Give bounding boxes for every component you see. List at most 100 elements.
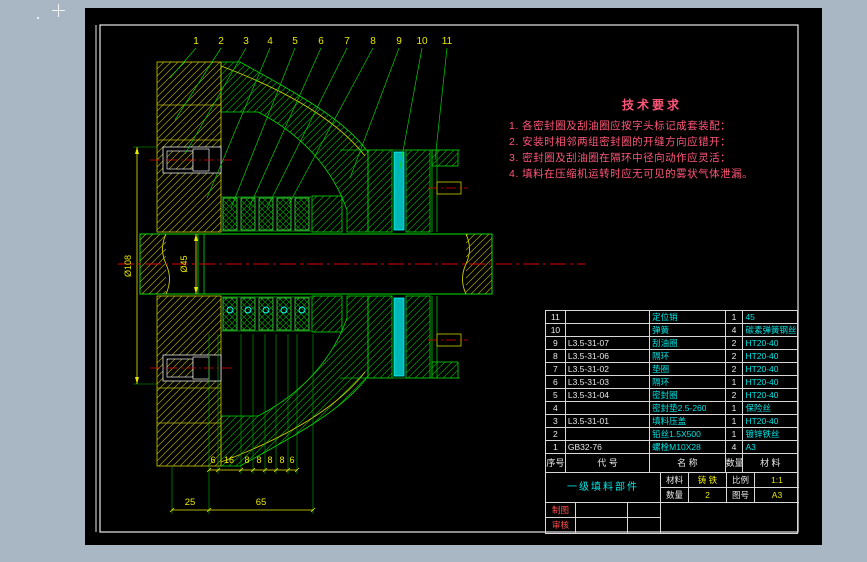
tech-item: 1. 各密封圈及刮油圈应按字头标记成套装配： bbox=[509, 120, 732, 132]
callout-4: 4 bbox=[267, 36, 273, 47]
callout-6: 6 bbox=[318, 36, 324, 47]
bom-cell-qty: 1 bbox=[726, 402, 744, 414]
material-value: 铸 铁 bbox=[689, 473, 727, 488]
bom-cell-qty: 1 bbox=[726, 415, 744, 427]
table-row: 2 铅丝1.5X500 1 镀锌铁丝 bbox=[546, 428, 797, 441]
callout-9: 9 bbox=[396, 36, 402, 47]
drawn-by-date bbox=[628, 503, 661, 518]
callout-2: 2 bbox=[218, 36, 224, 47]
callout-5: 5 bbox=[292, 36, 298, 47]
tech-requirements-list: 1. 各密封圈及刮油圈应按字头标记成套装配： 2. 安装时相邻两组密封圈的开缝方… bbox=[509, 118, 753, 182]
table-row: 3 L3.5-31-01 填料压盖 1 HT20-40 bbox=[546, 415, 797, 428]
bom-cell-name: 铅丝1.5X500 bbox=[650, 428, 726, 440]
bom-cell-name: 弹簧 bbox=[650, 324, 726, 336]
bom-cell-code bbox=[566, 311, 651, 323]
dim-chain-6: 8 bbox=[279, 455, 284, 465]
crosshair-cursor-icon bbox=[58, 4, 59, 17]
bom-cell-material: HT20-40 bbox=[745, 364, 779, 374]
bom-cell-code: L3.5-31-07 bbox=[566, 337, 651, 349]
gaskets bbox=[393, 151, 405, 377]
packing-rings bbox=[221, 195, 343, 333]
checked-by-label: 审核 bbox=[546, 518, 576, 533]
callout-7: 7 bbox=[344, 36, 350, 47]
bom-header-no: 序号 bbox=[546, 454, 566, 472]
bom-table: 11 定位销 1 45 10 弹簧 4 碳素弹簧钢丝 9 L3.5-31-07 … bbox=[545, 310, 799, 534]
bom-cell-no: 8 bbox=[546, 350, 566, 362]
bom-cell-name: 填料压盖 bbox=[650, 415, 726, 427]
bom-cell-name: 刮油圈 bbox=[650, 337, 726, 349]
bom-cell-material: HT20-40 bbox=[745, 390, 779, 400]
drawing-canvas[interactable]: 1 2 3 4 5 6 7 8 9 10 11 bbox=[85, 8, 822, 545]
callout-10: 10 bbox=[416, 36, 428, 47]
tech-item: 2. 安装时相邻两组密封圈的开缝方向应错开： bbox=[509, 136, 732, 148]
sheet-border bbox=[95, 24, 799, 533]
cursor-dot-icon bbox=[37, 17, 39, 19]
bom-cell-qty: 2 bbox=[726, 337, 744, 349]
bom-cell-no: 11 bbox=[546, 311, 566, 323]
bom-cell-material: HT20-40 bbox=[745, 416, 779, 426]
centerlines bbox=[118, 159, 585, 369]
callout-1: 1 bbox=[193, 36, 199, 47]
bom-cell-no: 5 bbox=[546, 389, 566, 401]
sheet-label: 图号 bbox=[727, 488, 755, 503]
bom-cell-qty: 4 bbox=[726, 324, 744, 336]
bom-cell-qty: 4 bbox=[726, 441, 744, 453]
bom-header-material: 材 料 bbox=[759, 458, 781, 468]
checked-by-value bbox=[576, 518, 628, 533]
table-row: 9 L3.5-31-07 刮油圈 2 HT20-40 bbox=[546, 337, 797, 350]
dim-chain-4: 8 bbox=[256, 455, 261, 465]
bom-cell-material: 保险丝 bbox=[745, 403, 771, 413]
bom-cell-name: 密封垫2.5-260 bbox=[650, 402, 726, 414]
bom-cell-qty: 2 bbox=[726, 350, 744, 362]
dim-phi108: Ø108 bbox=[123, 255, 133, 277]
bom-cell-code: L3.5-31-06 bbox=[566, 350, 651, 362]
bom-cell-material: 45 bbox=[745, 312, 755, 322]
bom-cell-name: 定位销 bbox=[650, 311, 726, 323]
title-block-blank bbox=[661, 503, 799, 533]
material-label: 材料 bbox=[661, 473, 689, 488]
title-block: 一级填料部件 材料 铸 铁 比例 1:1 数量 2 图号 A3 制图 审核 bbox=[546, 473, 799, 533]
bom-cell-name: 螺栓M10X28 bbox=[650, 441, 726, 453]
bom-cell-material: 碳素弹簧钢丝 bbox=[745, 325, 797, 335]
part-callouts: 1 2 3 4 5 6 7 8 9 10 11 bbox=[169, 36, 453, 209]
drawing: 1 2 3 4 5 6 7 8 9 10 11 bbox=[95, 24, 799, 533]
dim-chain-1: 6 bbox=[210, 455, 215, 465]
dim-chain-5: 8 bbox=[267, 455, 272, 465]
bom-cell-code bbox=[566, 324, 651, 336]
bom-header-qty: 数量 bbox=[726, 454, 744, 472]
bom-cell-code bbox=[566, 428, 651, 440]
quantity-value: 2 bbox=[689, 488, 727, 503]
table-row: 11 定位销 1 45 bbox=[546, 311, 797, 324]
dim-chain-2: 16 bbox=[224, 455, 234, 465]
callout-11: 11 bbox=[442, 36, 453, 47]
part-name: 一级填料部件 bbox=[546, 473, 661, 503]
bom-cell-name: 密封圈 bbox=[650, 389, 726, 401]
bom-cell-material: HT20-40 bbox=[745, 377, 779, 387]
scale-label: 比例 bbox=[727, 473, 755, 488]
bom-cell-name: 隔环 bbox=[650, 350, 726, 362]
bom-cell-material: 镀锌铁丝 bbox=[745, 429, 780, 439]
bom-cell-no: 9 bbox=[546, 337, 566, 349]
dimensions: Ø108 Ø45 6 16 8 8 8 8 6 25 65 bbox=[123, 146, 316, 514]
table-row: 8 L3.5-31-06 隔环 2 HT20-40 bbox=[546, 350, 797, 363]
bom-cell-code: L3.5-31-03 bbox=[566, 376, 651, 388]
bom-cell-material: HT20-40 bbox=[745, 338, 779, 348]
tech-item: 3. 密封圈及刮油圈在隔环中径向动作应灵活： bbox=[509, 152, 732, 164]
checked-by-date bbox=[628, 518, 661, 533]
bom-cell-code: L3.5-31-02 bbox=[566, 363, 651, 375]
table-row: 1 GB32-76 螺栓M10X28 4 A3 bbox=[546, 441, 797, 454]
tech-requirements-title: 技术要求 bbox=[621, 98, 682, 112]
tech-item: 4. 填料在压缩机运转时应无可见的雾状气体泄漏。 bbox=[509, 168, 754, 180]
bom-cell-code: L3.5-31-01 bbox=[566, 415, 651, 427]
bom-cell-no: 6 bbox=[546, 376, 566, 388]
dim-phi45: Ø45 bbox=[179, 255, 189, 272]
drawn-by-value bbox=[576, 503, 628, 518]
bom-cell-qty: 1 bbox=[726, 311, 744, 323]
bom-header-row: 序号 代 号 名 称 数量 材 料 bbox=[546, 454, 797, 473]
drawn-by-label: 制图 bbox=[546, 503, 576, 518]
bom-cell-material: HT20-40 bbox=[745, 351, 779, 361]
dim-25: 25 bbox=[185, 497, 196, 508]
bom-cell-name: 垫圈 bbox=[650, 363, 726, 375]
sheet-value: A3 bbox=[755, 488, 799, 503]
